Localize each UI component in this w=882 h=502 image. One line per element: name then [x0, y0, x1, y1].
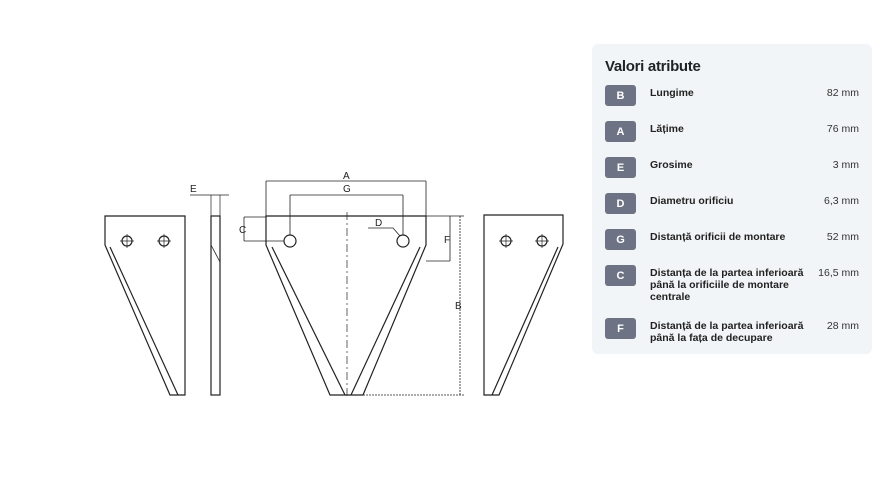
attribute-value: 3 mm — [832, 159, 859, 171]
attribute-label: Lungime — [650, 87, 694, 99]
attribute-badge: A — [605, 121, 636, 142]
center-blade-view — [243, 180, 464, 398]
attribute-row: D Diametru orificiu 6,3 mm — [605, 193, 859, 214]
side-view — [190, 194, 229, 396]
attribute-badge: F — [605, 318, 636, 339]
attribute-label: Distanță de la partea inferioară până la… — [650, 320, 804, 344]
dim-label-c: C — [239, 225, 246, 236]
dim-label-d: D — [375, 218, 382, 229]
attribute-row: A Lățime 76 mm — [605, 121, 859, 142]
dim-label-a: A — [343, 171, 350, 182]
attribute-row: G Distanță orificii de montare 52 mm — [605, 229, 859, 250]
dim-label-g: G — [343, 184, 351, 195]
attribute-row: C Distanța de la partea inferioară până … — [605, 265, 859, 303]
attribute-label: Grosime — [650, 159, 693, 171]
attribute-value: 76 mm — [826, 123, 859, 135]
dim-label-b: B — [455, 301, 462, 312]
panel-title: Valori atribute — [605, 58, 701, 75]
attribute-badge: B — [605, 85, 636, 106]
attribute-badge: D — [605, 193, 636, 214]
attribute-badge: G — [605, 229, 636, 250]
attribute-values-panel: Valori atribute B Lungime 82 mm A Lățime … — [592, 44, 872, 354]
attribute-badge: E — [605, 157, 636, 178]
attribute-badge: C — [605, 265, 636, 286]
attribute-label: Lățime — [650, 123, 684, 135]
attribute-label: Distanța de la partea inferioară până la… — [650, 267, 804, 303]
dim-label-f: F — [444, 235, 450, 246]
right-blade-view — [483, 214, 564, 396]
technical-drawing: A G E C D F B — [104, 171, 564, 398]
attribute-row: F Distanță de la partea inferioară până … — [605, 318, 859, 344]
attribute-row: E Grosime 3 mm — [605, 157, 859, 178]
attribute-value: 82 mm — [826, 87, 859, 99]
left-blade-view — [104, 215, 186, 396]
attribute-row: B Lungime 82 mm — [605, 85, 859, 106]
attribute-label: Diametru orificiu — [650, 195, 734, 207]
dim-label-e: E — [190, 184, 197, 195]
attribute-label: Distanță orificii de montare — [650, 231, 786, 243]
attribute-value: 52 mm — [826, 231, 859, 243]
attribute-value: 28 mm — [826, 320, 859, 332]
attribute-value: 16,5 mm — [818, 267, 859, 279]
attribute-value: 6,3 mm — [823, 195, 859, 207]
